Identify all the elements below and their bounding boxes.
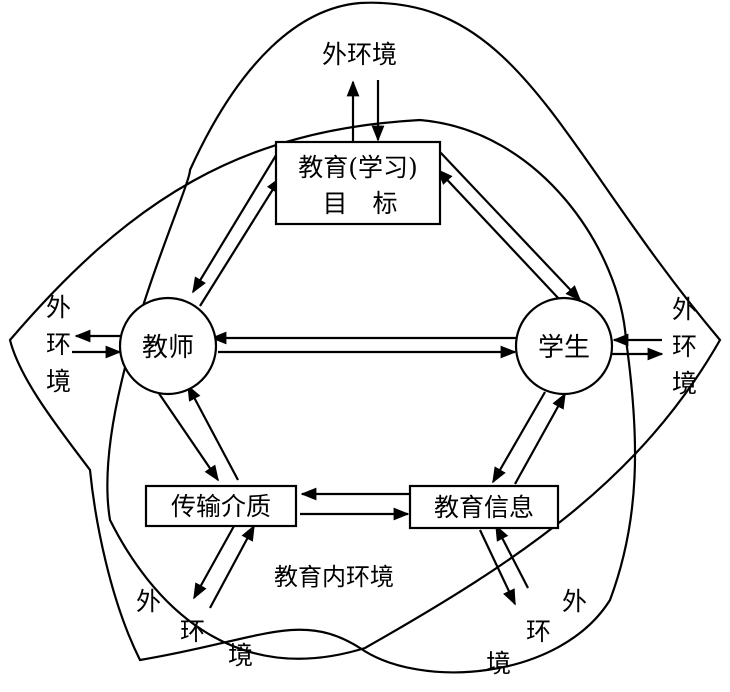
goal-label-line1: 教育(学习): [298, 153, 418, 182]
outer-env-left-char-3: 境: [46, 367, 71, 396]
outer-env-right-char-3: 境: [672, 369, 697, 398]
arrow-teacher-to-medium: [157, 391, 219, 482]
medium-label: 传输介质: [171, 492, 271, 521]
outer-env-right-label: 外 环 境: [672, 295, 697, 398]
outer-env-br-char-2: 环: [526, 617, 551, 646]
outer-env-bl-char-1: 外: [136, 587, 161, 616]
connections: [72, 80, 664, 609]
outer-env-bottom-left-label: 外 环 境: [136, 587, 253, 670]
node-medium: 传输介质: [144, 484, 298, 528]
goal-box: [274, 140, 442, 226]
arrow-medium-to-teacher: [187, 384, 239, 481]
outer-environment-boundary: [8, 1, 722, 674]
teacher-label: 教师: [142, 333, 194, 363]
outer-lobe-b: [8, 118, 637, 674]
outer-env-bl-char-3: 境: [228, 641, 253, 670]
node-student: 学生: [514, 296, 614, 396]
outer-lobe-a: [106, 1, 722, 660]
node-info: 教育信息: [408, 484, 560, 530]
arrow-goal-to-student: [439, 151, 582, 302]
outer-env-right-char-2: 环: [672, 332, 697, 361]
outer-env-bl-char-2: 环: [180, 617, 205, 646]
goal-label-line2: 目 标: [322, 189, 397, 218]
node-goal: 教育(学习) 目 标: [274, 140, 442, 226]
outer-env-left-char-1: 外: [46, 293, 71, 322]
teacher-circle: [118, 296, 218, 396]
outer-env-br-char-1: 外: [562, 587, 587, 616]
inner-environment-label: 教育内环境: [274, 563, 394, 591]
outer-env-left-label: 外 环 境: [46, 293, 71, 396]
student-circle: [514, 296, 614, 396]
node-teacher: 教师: [118, 296, 218, 396]
info-label: 教育信息: [434, 493, 534, 522]
arrow-info-to-student: [514, 392, 566, 485]
arrow-medium-to-outer-bl: [193, 525, 235, 600]
medium-box: [144, 484, 298, 528]
arrow-student-to-goal: [436, 168, 561, 301]
student-label: 学生: [538, 333, 590, 363]
outer-env-left-char-2: 环: [46, 330, 71, 359]
arrow-student-to-info: [492, 391, 546, 484]
outer-env-right-char-1: 外: [672, 295, 697, 324]
arrow-info-to-outer-br: [479, 529, 516, 606]
outer-env-br-char-3: 境: [486, 649, 511, 678]
arrow-goal-to-teacher: [192, 151, 279, 294]
arrow-outer-br-to-info: [495, 524, 529, 589]
info-box: [408, 484, 560, 530]
outer-env-bottom-right-label: 外 环 境: [486, 587, 587, 678]
arrow-outer-bl-to-medium: [209, 524, 255, 609]
arrow-teacher-to-goal: [199, 176, 281, 307]
outer-env-top-label: 外环境: [322, 40, 397, 69]
